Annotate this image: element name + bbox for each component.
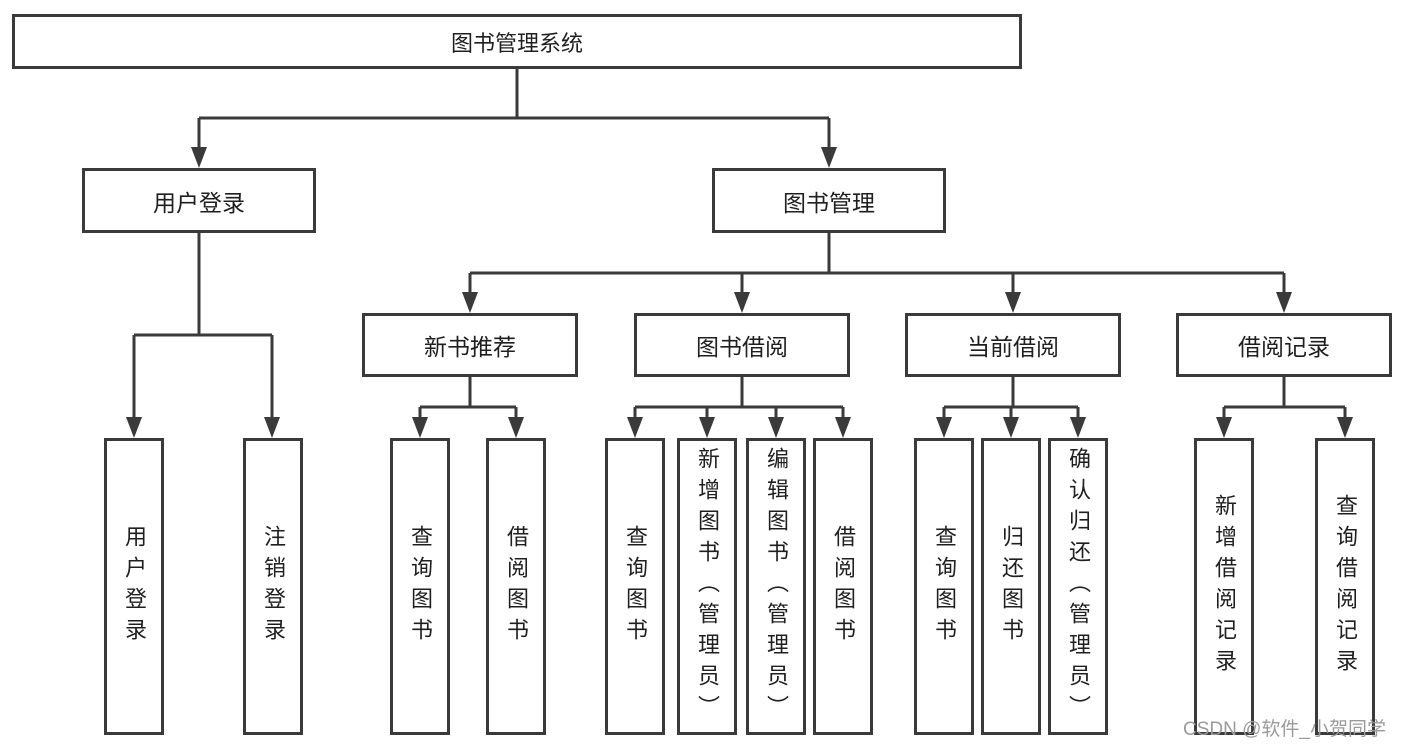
node-user-login-branch: 用户登录 <box>82 168 316 233</box>
leaf-add-books-admin: 新增图书（管理员） <box>677 438 737 735</box>
node-book-borrowing: 图书借阅 <box>634 313 850 377</box>
leaf-logout-label: 注销登录 <box>261 524 286 649</box>
node-borrowing-records: 借阅记录 <box>1176 313 1392 377</box>
leaf-query-books-borrow: 查询图书 <box>605 438 665 735</box>
leaf-borrow-books: 借阅图书 <box>813 438 873 735</box>
leaf-return-books-label: 归还图书 <box>999 524 1024 649</box>
leaf-user-login-label: 用户登录 <box>122 524 147 649</box>
leaf-borrow-books-newbook-label: 借阅图书 <box>504 524 529 649</box>
leaf-query-books-newbook: 查询图书 <box>390 438 450 735</box>
leaf-query-borrow-record: 查询借阅记录 <box>1315 438 1375 735</box>
leaf-logout: 注销登录 <box>243 438 303 735</box>
node-book-management-system: 图书管理系统 <box>12 14 1022 69</box>
node-book-management-branch: 图书管理 <box>712 168 946 233</box>
csdn-watermark: CSDN @软件_小贺同学 <box>1183 719 1386 740</box>
leaf-query-books-current: 查询图书 <box>914 438 974 735</box>
leaf-confirm-return-admin: 确认归还（管理员） <box>1048 438 1108 735</box>
leaf-user-login: 用户登录 <box>104 438 164 735</box>
leaf-add-borrow-record: 新增借阅记录 <box>1194 438 1254 735</box>
leaf-query-borrow-record-label: 查询借阅记录 <box>1333 493 1358 680</box>
leaf-edit-books-admin: 编辑图书（管理员） <box>746 438 806 735</box>
leaf-edit-books-admin-label: 编辑图书（管理员） <box>764 447 789 726</box>
leaf-confirm-return-admin-label: 确认归还（管理员） <box>1066 447 1091 726</box>
leaf-add-borrow-record-label: 新增借阅记录 <box>1212 493 1237 680</box>
leaf-query-books-borrow-label: 查询图书 <box>623 524 648 649</box>
node-new-book-recommendation: 新书推荐 <box>362 313 578 377</box>
leaf-return-books: 归还图书 <box>981 438 1041 735</box>
leaf-query-books-current-label: 查询图书 <box>932 524 957 649</box>
leaf-borrow-books-label: 借阅图书 <box>831 524 856 649</box>
leaf-query-books-newbook-label: 查询图书 <box>408 524 433 649</box>
leaf-add-books-admin-label: 新增图书（管理员） <box>695 447 720 726</box>
leaf-borrow-books-newbook: 借阅图书 <box>486 438 546 735</box>
node-current-borrowing: 当前借阅 <box>905 313 1121 377</box>
